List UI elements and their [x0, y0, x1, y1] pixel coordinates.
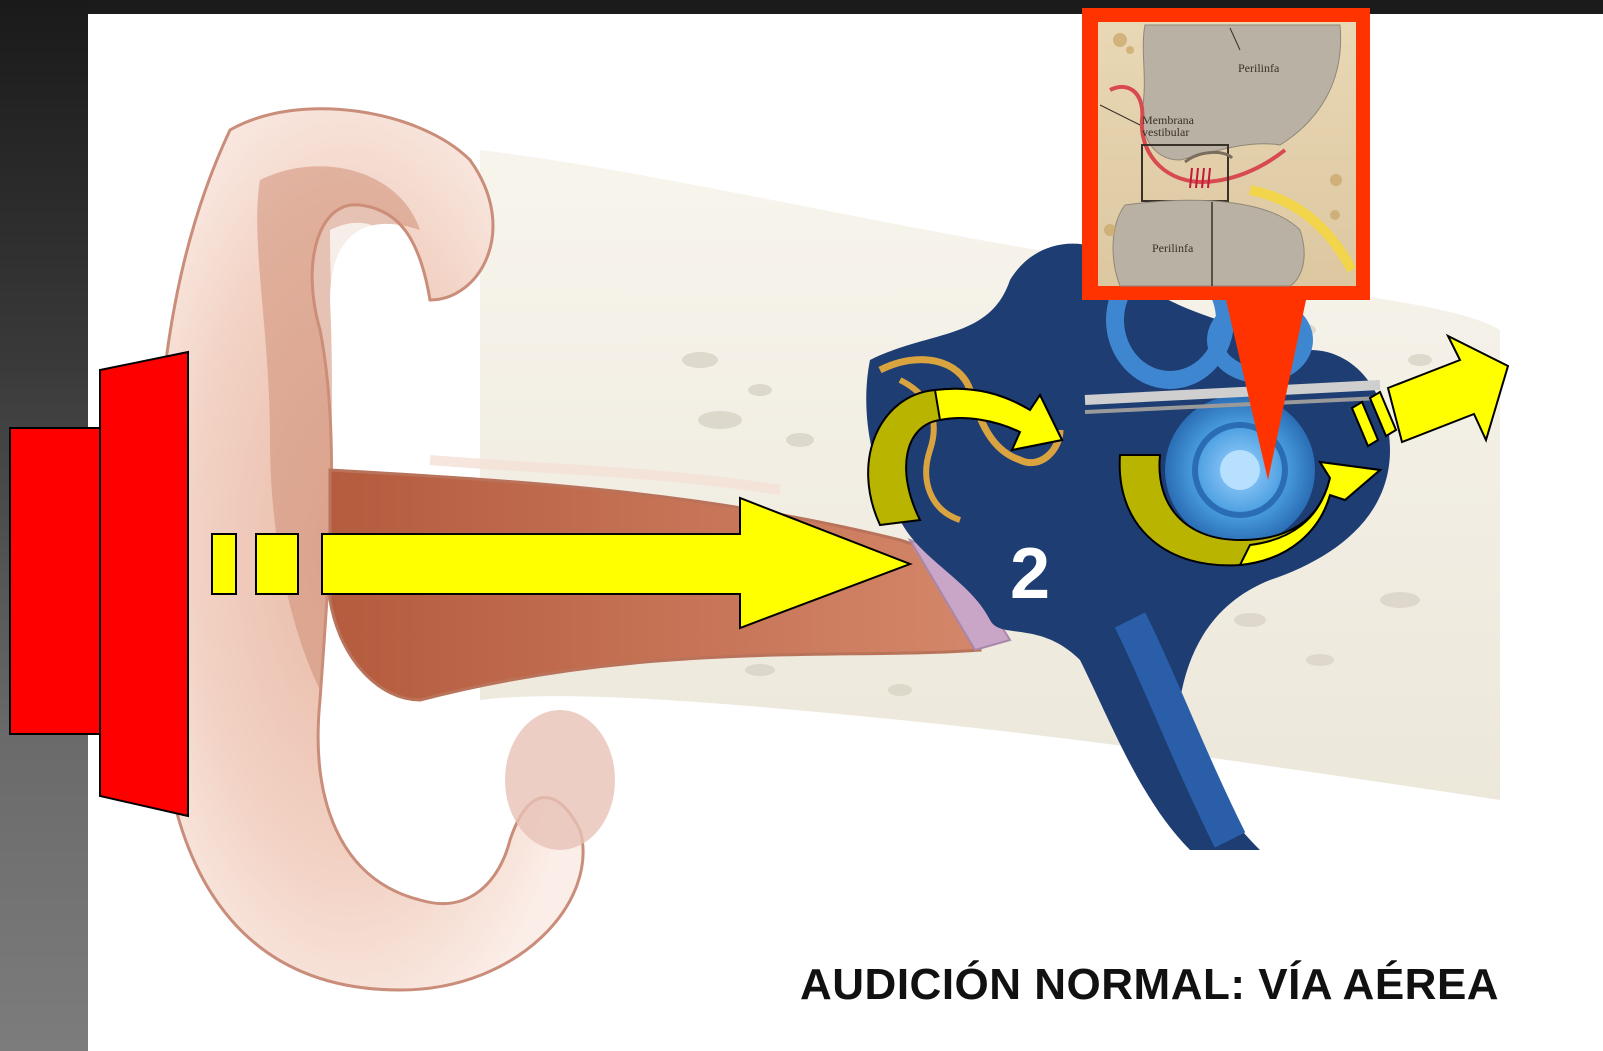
diagram-caption: AUDICIÓN NORMAL: VÍA AÉREA — [800, 960, 1560, 1010]
inset-label-vestibular: vestibular — [1142, 125, 1189, 139]
speaker-icon — [10, 352, 188, 816]
inset-label-perilinfa-bottom: Perilinfa — [1152, 241, 1194, 255]
cochlea-inset: Perilinfa Membrana vestibular Perilinfa — [1082, 8, 1370, 300]
step-number: 2 — [1010, 534, 1050, 614]
inset-label-perilinfa-top: Perilinfa — [1238, 61, 1280, 75]
